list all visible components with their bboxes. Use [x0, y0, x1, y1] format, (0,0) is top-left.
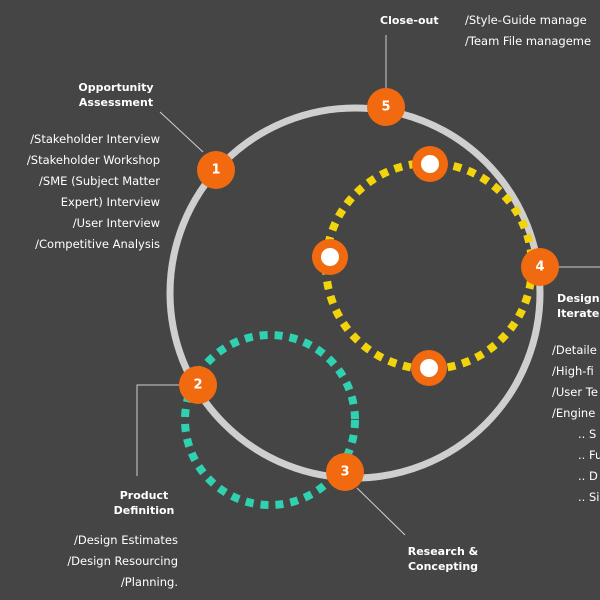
list-item: /Stakeholder Interview — [30, 132, 160, 146]
list-item: /Team File manageme — [465, 34, 592, 48]
iteration-marker — [411, 350, 447, 386]
list-item: .. D — [578, 469, 598, 483]
node-3-number: 3 — [340, 465, 349, 480]
list-item: .. Fu — [578, 448, 600, 462]
list-item: /User Te — [552, 385, 598, 399]
list-item: .. S — [578, 427, 597, 441]
node-1-items: /Stakeholder Interview /Stakeholder Work… — [27, 129, 160, 255]
node-2-items: /Design Estimates /Design Resourcing /Pl… — [67, 530, 178, 593]
node-5-title: Close-out — [380, 14, 439, 27]
node-2-title: Product Definition — [113, 489, 175, 517]
iteration-marker — [412, 146, 448, 182]
node-5-items: /Style-Guide manage /Team File manageme — [465, 10, 591, 52]
list-item: /Detaile — [552, 343, 597, 357]
iteration-marker — [312, 239, 348, 275]
list-item: /Design Estimates — [73, 533, 178, 547]
leader-line-3 — [356, 487, 406, 536]
node-1-number: 1 — [211, 163, 220, 178]
node-3: 3 — [326, 453, 364, 491]
leader-line-1 — [159, 111, 204, 153]
list-item: /Style-Guide manage — [465, 13, 587, 27]
node-4-title: Design Iterate — [557, 292, 600, 320]
node-3-title: Research & Concepting — [407, 545, 479, 573]
node-5: 5 — [367, 88, 405, 126]
design-iteration-loop-ring — [322, 159, 536, 373]
node-2: 2 — [179, 366, 217, 404]
list-item: /Engine — [552, 406, 596, 420]
node-4-number: 4 — [535, 260, 544, 275]
list-item: /High-fi — [552, 364, 594, 378]
list-item: /Stakeholder Workshop — [26, 153, 160, 167]
node-4-items: /Detaile /High-fi /User Te /Engine .. S … — [552, 340, 600, 508]
node-5-number: 5 — [381, 100, 390, 115]
node-4: 4 — [521, 248, 559, 286]
list-item: .. Si — [578, 490, 600, 504]
list-item: /Planning. — [120, 575, 178, 589]
node-1: 1 — [197, 151, 235, 189]
list-item: /Competitive Analysis — [35, 237, 160, 251]
node-2-number: 2 — [193, 378, 202, 393]
node-1-title: Opportunity Assessment — [78, 81, 154, 109]
list-item: /SME (Subject Matter — [39, 174, 160, 188]
list-item: /User Interview — [72, 216, 160, 230]
list-item: /Design Resourcing — [67, 554, 178, 568]
leader-line-2 — [136, 384, 182, 476]
definition-loop-ring — [181, 331, 359, 509]
list-item: Expert) Interview — [60, 195, 160, 209]
